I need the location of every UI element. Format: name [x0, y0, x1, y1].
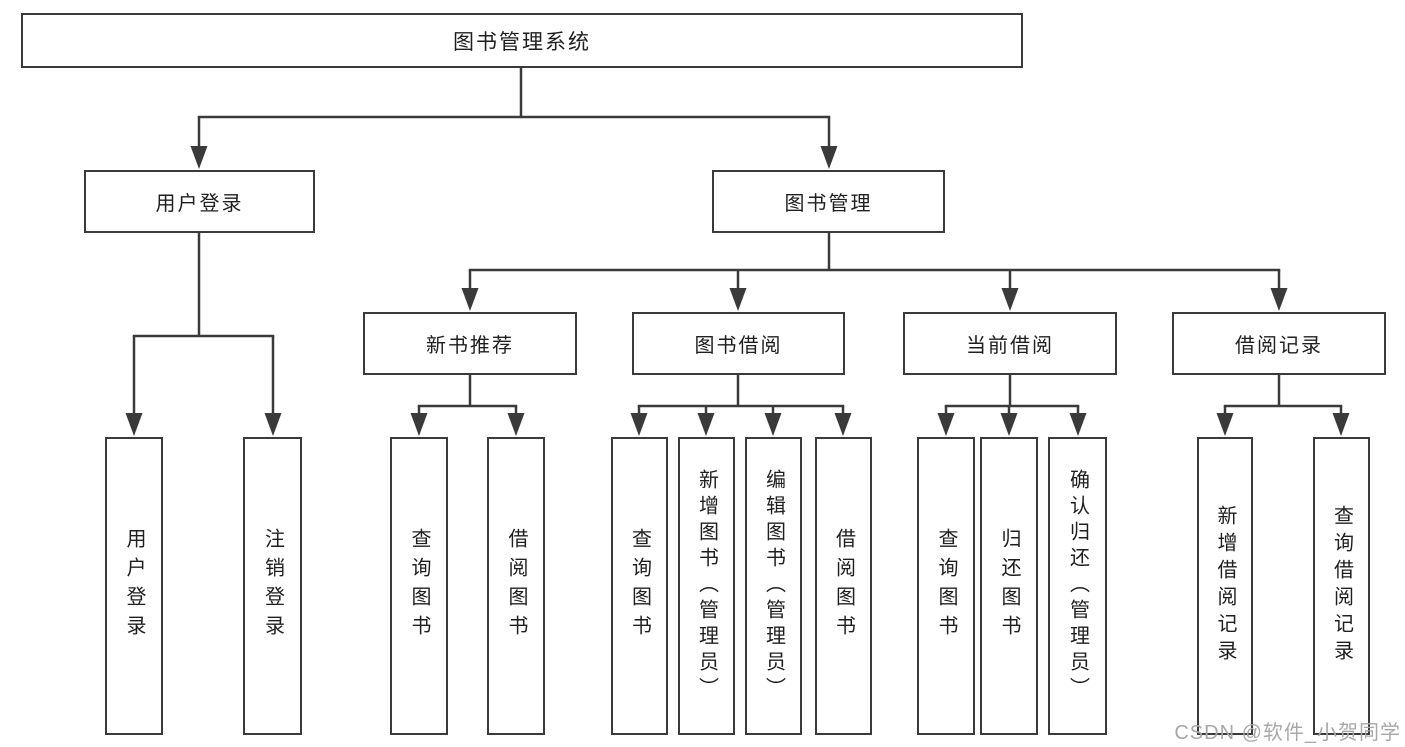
node-book-borrowing: 图书借阅	[632, 312, 845, 375]
arrowhead-icon	[1000, 413, 1018, 436]
arrowhead-icon	[1069, 413, 1087, 436]
leaf-logout: 注销登录	[243, 437, 302, 735]
node-new-book-recommend: 新书推荐	[363, 312, 577, 375]
node-borrowing-records: 借阅记录	[1172, 312, 1386, 375]
leaf-query-books-current: 查询图书	[917, 437, 975, 735]
arrowhead-icon	[507, 413, 525, 436]
arrowhead-icon	[1216, 413, 1234, 436]
arrowhead-icon	[764, 413, 782, 436]
arrowhead-icon	[820, 146, 838, 169]
arrowhead-icon	[461, 288, 479, 311]
node-current-borrowing: 当前借阅	[903, 312, 1117, 375]
arrowhead-icon	[264, 413, 282, 436]
leaf-query-books-borrowing: 查询图书	[611, 437, 668, 735]
leaf-confirm-return-admin: 确认归还（管理员）	[1048, 437, 1107, 735]
arrowhead-icon	[1270, 288, 1288, 311]
arrowhead-icon	[190, 146, 208, 169]
leaf-user-login: 用户登录	[105, 437, 163, 735]
leaf-add-books-admin: 新增图书（管理员）	[678, 437, 735, 735]
leaf-query-books-recommend: 查询图书	[390, 437, 448, 735]
arrowhead-icon	[1001, 288, 1019, 311]
arrowhead-icon	[937, 413, 955, 436]
csdn-watermark: CSDN @软件_小贺同学	[1174, 722, 1401, 744]
arrowhead-icon	[697, 413, 715, 436]
leaf-query-borrow-record: 查询借阅记录	[1313, 437, 1370, 735]
node-user-login: 用户登录	[84, 170, 315, 233]
leaf-borrow-books-borrowing: 借阅图书	[815, 437, 872, 735]
arrowhead-icon	[729, 288, 747, 311]
arrowhead-icon	[125, 413, 143, 436]
arrowhead-icon	[834, 413, 852, 436]
leaf-edit-books-admin: 编辑图书（管理员）	[745, 437, 802, 735]
leaf-add-borrow-record: 新增借阅记录	[1197, 437, 1253, 735]
leaf-borrow-books-recommend: 借阅图书	[487, 437, 545, 735]
arrowhead-icon	[1332, 413, 1350, 436]
node-book-management: 图书管理	[712, 170, 945, 233]
arrowhead-icon	[630, 413, 648, 436]
arrowhead-icon	[410, 413, 428, 436]
node-library-management-system: 图书管理系统	[21, 13, 1023, 68]
leaf-return-books: 归还图书	[980, 437, 1038, 735]
